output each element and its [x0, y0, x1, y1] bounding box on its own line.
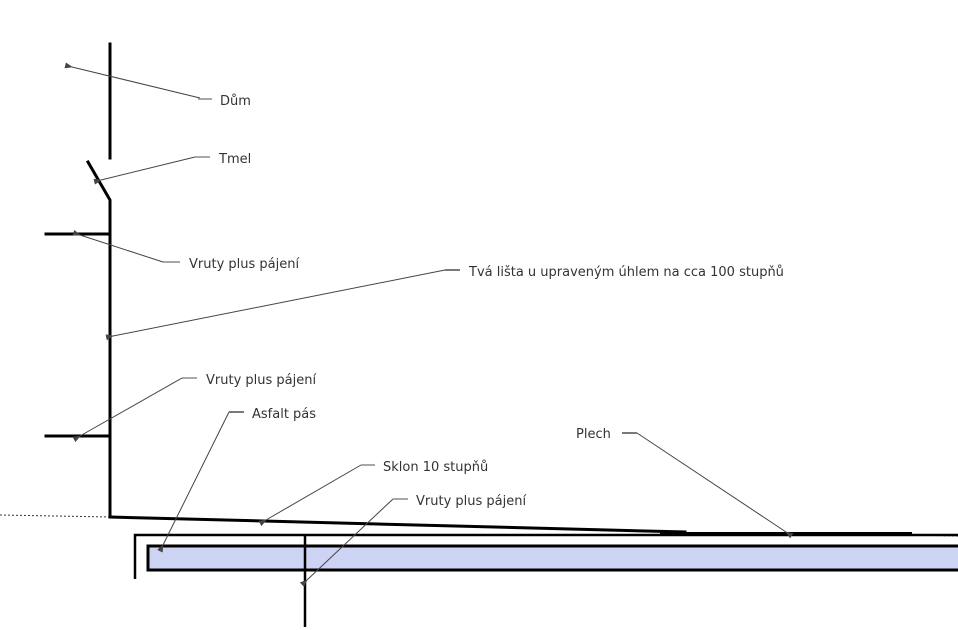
asphalt-board — [146, 544, 958, 572]
label-sheet-metal: Plech — [576, 427, 611, 442]
label-house: Dům — [220, 94, 251, 109]
label-asphalt: Asfalt pás — [252, 407, 316, 422]
leader-screws-bottom — [299, 498, 394, 587]
outer-frame — [133, 533, 958, 579]
sloped-sheet — [108, 515, 687, 534]
label-screws-upper: Vruty plus pájení — [189, 257, 299, 272]
leader-asphalt — [157, 411, 230, 553]
leader-sealant — [93, 156, 196, 185]
flashing-strip — [85, 159, 112, 519]
label-sealant: Tmel — [218, 152, 251, 167]
leader-strip — [105, 269, 446, 341]
leader-screws-lower — [72, 377, 183, 443]
label-slope: Sklon 10 stupňů — [383, 460, 488, 475]
leader-slope — [258, 464, 362, 527]
leader-house — [64, 62, 201, 99]
leader-screws-upper — [72, 229, 164, 263]
label-screws-bottom: Vruty plus pájení — [416, 494, 526, 509]
leader-sheet-metal — [636, 432, 794, 539]
label-strip: Tvá lišta u upraveným úhlem na cca 100 s… — [468, 265, 784, 280]
label-screws-lower: Vruty plus pájení — [206, 373, 316, 388]
reference-line-left — [0, 514, 111, 518]
